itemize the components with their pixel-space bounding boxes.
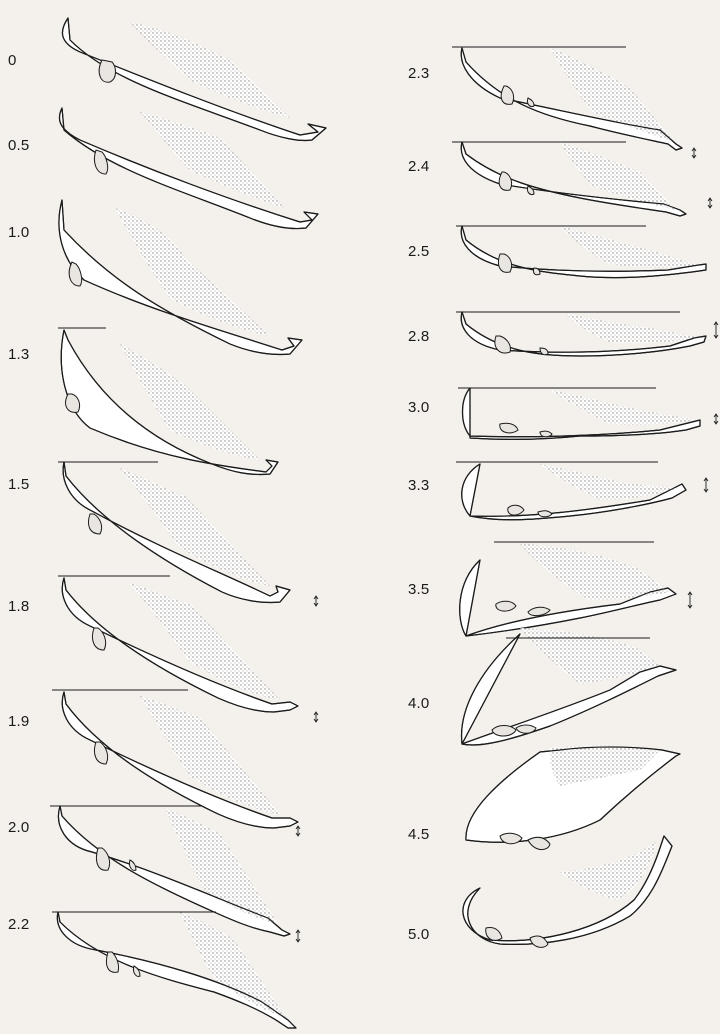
whale-flipper-second-R6 (528, 607, 550, 615)
whale-flipper-L4 (88, 514, 101, 534)
whale-dorsal-shading-R2 (560, 226, 700, 267)
frame-label-2.4: 2.4 (408, 158, 429, 175)
whale-flipper-R3 (495, 336, 510, 353)
whale-flipper-second-R0 (527, 98, 534, 107)
frame-label-4.0: 4.0 (408, 695, 429, 712)
frame-label-0: 0 (8, 52, 17, 69)
left-frame-1 (59, 108, 318, 229)
whale-flipper-R2 (498, 254, 511, 272)
motion-arrow-R5 (704, 478, 708, 492)
right-frame-3 (456, 312, 718, 356)
motion-arrow-R1 (708, 198, 712, 208)
frame-label-1.0: 1.0 (8, 224, 29, 241)
frame-label-1.9: 1.9 (8, 713, 29, 730)
whale-flipper-second-R5 (538, 511, 552, 517)
motion-arrow-L8 (296, 930, 300, 942)
right-frame-5 (456, 462, 708, 520)
whale-dorsal-shading-R3 (566, 314, 700, 343)
frame-label-2.8: 2.8 (408, 328, 429, 345)
whale-flipper-second-R4 (540, 431, 552, 437)
whale-dorsal-shading-R4 (550, 390, 696, 425)
whale-flipper-R5 (508, 505, 524, 515)
motion-arrow-R3 (714, 322, 718, 338)
whale-body-R4 (463, 388, 701, 439)
right-column-frames (452, 47, 718, 947)
whale-flipper-R6 (496, 601, 516, 611)
whale-flipper-R7 (492, 726, 516, 737)
motion-arrow-L7 (296, 826, 300, 836)
right-frame-8 (466, 745, 680, 849)
frame-label-1.3: 1.3 (8, 346, 29, 363)
right-frame-7 (462, 628, 676, 745)
motion-arrow-L5 (314, 596, 318, 606)
whale-dorsal-shading-R5 (540, 464, 678, 500)
right-frame-2 (456, 226, 706, 278)
motion-arrow-R4 (714, 414, 718, 424)
right-frame-6 (460, 542, 692, 636)
frame-label-3.0: 3.0 (408, 399, 429, 416)
left-frame-0 (62, 18, 326, 141)
left-frame-4 (58, 462, 290, 603)
motion-arrow-L6 (314, 712, 318, 722)
whale-flipper-R9 (486, 927, 502, 940)
right-frame-4 (458, 388, 718, 439)
whale-flipper-R1 (499, 172, 511, 190)
frame-label-1.5: 1.5 (8, 476, 29, 493)
frame-label-2.5: 2.5 (408, 243, 429, 260)
whale-flipper-L0 (99, 60, 115, 82)
whale-dorsal-shading-R6 (520, 544, 670, 600)
left-frame-3 (58, 328, 278, 475)
whale-flipper-L7 (96, 848, 109, 870)
frame-label-4.5: 4.5 (408, 826, 429, 843)
whale-flipper-second-R8 (528, 837, 550, 849)
frame-label-3.5: 3.5 (408, 581, 429, 598)
whale-dorsal-shading-L2 (115, 208, 270, 336)
motion-arrow-R0 (692, 148, 696, 158)
frame-label-3.3: 3.3 (408, 477, 429, 494)
right-frame-0 (452, 47, 696, 158)
frame-label-2.2: 2.2 (8, 916, 29, 933)
whale-flipper-R0 (501, 86, 513, 104)
left-column-frames (50, 18, 326, 1028)
frame-label-2.3: 2.3 (408, 65, 429, 82)
frame-label-5.0: 5.0 (408, 926, 429, 943)
motion-arrow-R6 (688, 592, 692, 608)
right-frame-1 (452, 142, 712, 216)
frame-label-2.0: 2.0 (8, 819, 29, 836)
frame-label-1.8: 1.8 (8, 598, 29, 615)
right-frame-9 (463, 836, 672, 947)
whale-flipper-R4 (500, 423, 518, 433)
frame-label-0.5: 0.5 (8, 137, 29, 154)
whale-flipper-second-R7 (516, 725, 536, 733)
